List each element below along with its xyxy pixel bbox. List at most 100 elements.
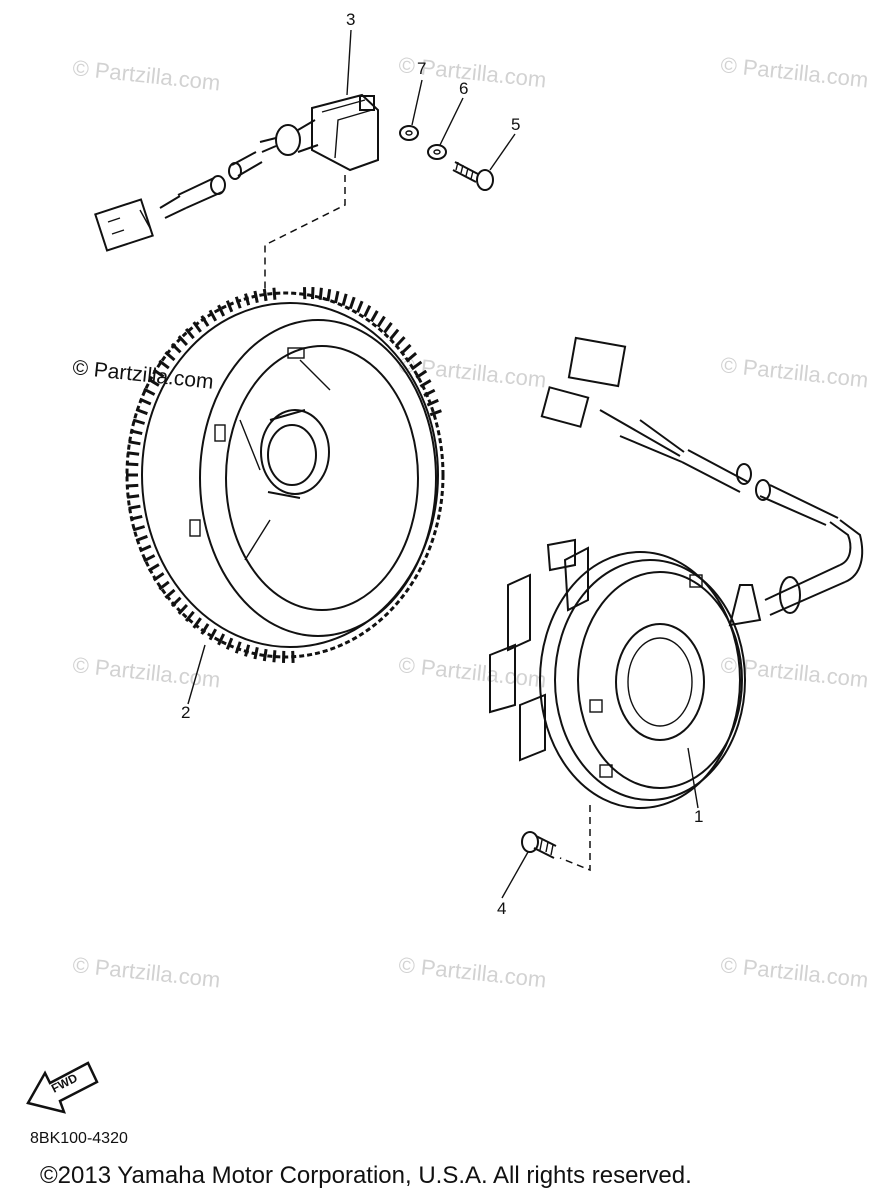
ring-gear-tooth bbox=[253, 646, 259, 660]
ring-gear-tooth bbox=[272, 287, 277, 300]
ring-gear-tooth bbox=[419, 379, 432, 388]
watermark: © Partzilla.com bbox=[397, 352, 547, 392]
ring-gear-tooth bbox=[234, 296, 242, 309]
ring-gear-tooth bbox=[341, 293, 348, 306]
ring-gear-tooth bbox=[164, 588, 176, 599]
callout-7: 7 bbox=[417, 59, 426, 78]
ring-gear-tooth bbox=[262, 648, 268, 662]
ring-gear-tooth bbox=[126, 462, 139, 467]
watermark: © Partzilla.com bbox=[719, 352, 869, 392]
ring-gear-tooth bbox=[217, 304, 226, 317]
ring-gear-tooth bbox=[126, 494, 140, 499]
ring-gear-tooth bbox=[177, 335, 189, 347]
ring-gear-tooth bbox=[244, 293, 251, 306]
ring-gear-tooth bbox=[225, 300, 234, 313]
copyright-notice: ©2013 Yamaha Motor Corporation, U.S.A. A… bbox=[40, 1162, 692, 1189]
flywheel-rotor-part-2 bbox=[125, 287, 445, 663]
ring-gear-tooth bbox=[318, 287, 323, 300]
ring-gear-tooth bbox=[234, 641, 242, 654]
watermarks: © Partzilla.com © Partzilla.com © Partzi… bbox=[71, 52, 869, 992]
ring-gear-tooth bbox=[217, 633, 226, 646]
ring-gear-tooth bbox=[158, 359, 170, 370]
fwd-arrow-icon: FWD bbox=[26, 1061, 99, 1114]
ring-gear-tooth bbox=[400, 343, 412, 355]
ring-gear-tooth bbox=[376, 315, 386, 328]
callout-6: 6 bbox=[459, 79, 468, 98]
ring-gear-tooth bbox=[147, 563, 160, 572]
ring-gear-tooth bbox=[130, 429, 143, 436]
ring-gear-tooth bbox=[158, 580, 170, 591]
ring-gear-tooth bbox=[132, 525, 146, 532]
screw-part-4 bbox=[521, 831, 557, 859]
watermark-dark: © Partzilla.com bbox=[71, 356, 214, 394]
ring-gear-tooth bbox=[395, 336, 406, 347]
ring-gear-tooth bbox=[426, 398, 439, 407]
ring-gear-tooth bbox=[126, 483, 139, 488]
ring-gear-tooth bbox=[128, 440, 141, 446]
screw-part-5 bbox=[452, 161, 494, 191]
ring-gear-tooth bbox=[389, 328, 400, 340]
watermark: © Partzilla.com bbox=[71, 952, 221, 992]
ring-gear-tooth bbox=[147, 378, 160, 387]
ring-gear-tooth bbox=[356, 300, 364, 313]
ring-gear-tooth bbox=[152, 368, 165, 378]
ring-gear-tooth bbox=[177, 603, 189, 615]
ring-gear-tooth bbox=[135, 408, 148, 416]
ring-gear-tooth bbox=[311, 287, 315, 300]
ring-gear-tooth bbox=[423, 388, 436, 397]
ring-gear-tooth bbox=[132, 418, 146, 425]
ring-gear-tooth bbox=[128, 504, 141, 510]
ring-gear-tooth bbox=[415, 369, 428, 379]
ring-gear-tooth bbox=[184, 327, 195, 340]
lock-washer-part-6 bbox=[427, 144, 447, 160]
ring-gear-tooth bbox=[139, 544, 152, 553]
ring-gear-tooth bbox=[139, 397, 152, 406]
ring-gear-tooth bbox=[130, 514, 143, 521]
callout-labels: 3 7 6 5 2 1 4 bbox=[181, 10, 703, 918]
ring-gear-tooth bbox=[370, 310, 379, 323]
ring-gear-tooth bbox=[192, 617, 202, 629]
ring-gear-tooth bbox=[200, 623, 210, 635]
ring-gear-tooth bbox=[143, 387, 156, 396]
ring-gear-tooth bbox=[135, 534, 148, 542]
ring-gear-tooth bbox=[184, 610, 195, 623]
ring-gear-tooth bbox=[164, 351, 176, 362]
ring-gear-tooth bbox=[200, 315, 210, 327]
ring-gear-tooth bbox=[143, 554, 156, 563]
ring-gear-tooth bbox=[326, 288, 332, 302]
washer-part-7 bbox=[399, 125, 419, 141]
ring-gear-tooth bbox=[192, 321, 202, 333]
ring-gear-tooth bbox=[126, 451, 140, 456]
watermark: © Partzilla.com bbox=[397, 952, 547, 992]
ring-gear-tooth bbox=[410, 360, 423, 371]
ring-gear-tooth bbox=[170, 596, 182, 608]
ring-gear-tooth bbox=[334, 290, 340, 304]
watermark: © Partzilla.com bbox=[719, 52, 869, 92]
ring-gear-tooth bbox=[170, 342, 182, 354]
callout-4: 4 bbox=[497, 899, 506, 918]
diagram-code: 8BK100-4320 bbox=[30, 1130, 128, 1147]
watermark: © Partzilla.com bbox=[71, 55, 221, 95]
ring-gear-tooth bbox=[348, 296, 356, 310]
ring-gear-tooth bbox=[208, 628, 218, 641]
watermark: © Partzilla.com bbox=[719, 952, 869, 992]
callout-3: 3 bbox=[346, 10, 355, 29]
ring-gear-tooth bbox=[429, 409, 442, 417]
ring-gear-tooth bbox=[225, 637, 234, 650]
pickup-coil-part-3 bbox=[94, 93, 379, 252]
ring-gear-tooth bbox=[208, 309, 218, 322]
alignment-lines bbox=[264, 175, 591, 872]
watermark: © Partzilla.com bbox=[397, 652, 547, 692]
stator-assembly-part-1 bbox=[489, 336, 864, 809]
watermark: © Partzilla.com bbox=[71, 652, 221, 692]
callout-leaders bbox=[187, 29, 699, 899]
ring-gear-tooth bbox=[152, 572, 165, 582]
callout-5: 5 bbox=[511, 115, 520, 134]
ring-gear-tooth bbox=[406, 352, 418, 363]
callout-1: 1 bbox=[694, 807, 703, 826]
ring-gear-tooth bbox=[253, 290, 259, 304]
callout-2: 2 bbox=[181, 703, 190, 722]
ring-gear-tooth bbox=[272, 650, 277, 663]
ring-gear-tooth bbox=[383, 322, 393, 334]
